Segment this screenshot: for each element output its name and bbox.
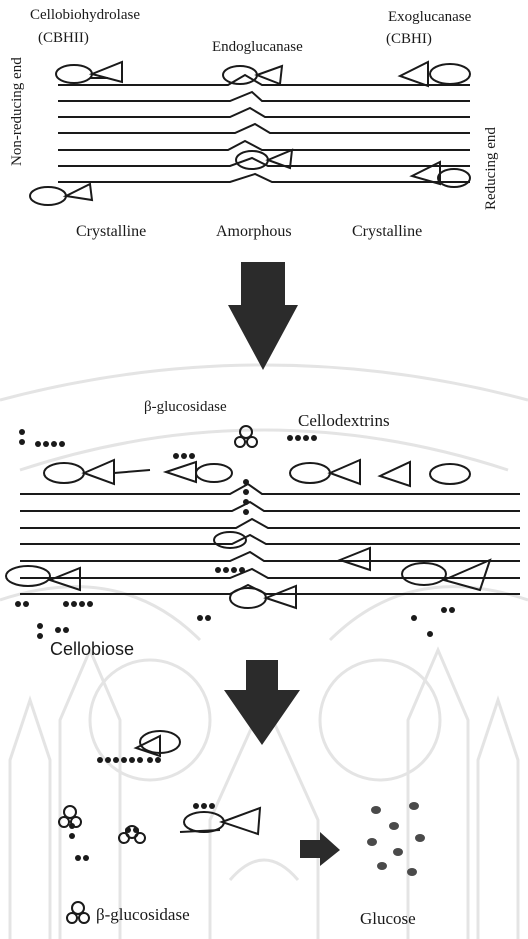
cbh2-bottom-enzyme-icon [30,184,92,205]
glucose-molecules [367,802,425,876]
arrow-down-2 [224,660,300,745]
arrow-right [300,832,340,866]
glucose-label: Glucose [360,910,416,927]
arrow-down-1 [228,262,298,370]
crystalline-left-label: Crystalline [76,224,146,240]
crystalline-right-label: Crystalline [352,224,422,240]
cbh2-abbr-label: (CBHII) [38,31,89,46]
non-reducing-end-label: Non-reducing end [10,57,25,166]
cbh2-name-label: Cellobiohydrolase [30,8,140,23]
bgluc-mid-icon [235,426,257,447]
bottom-enzymes [136,731,260,834]
exoglucanase-label: Exoglucanase [388,10,471,25]
cbh2-enzyme-icon [56,62,122,83]
bgluc-bottom-label: β-glucosidase [96,906,190,923]
cellodextrins-label: Cellodextrins [298,412,390,429]
cellobiose-label: Cellobiose [50,640,134,658]
endoglucanase-enzyme-icon [223,66,282,84]
cbh1-enzyme-icon [400,62,470,86]
endoglucanase-bound-icon [236,150,292,169]
amorphous-label: Amorphous [216,224,292,240]
cbh1-abbr-label: (CBHI) [386,32,432,47]
endoglucanase-label: Endoglucanase [212,40,303,55]
downward-arrows [224,262,340,866]
bgluc-middle-label: β-glucosidase [144,400,227,415]
reducing-end-label: Reducing end [484,127,499,210]
bgluc-legend-icon [67,902,89,923]
bgluc-bottom-icon-2 [119,826,145,843]
